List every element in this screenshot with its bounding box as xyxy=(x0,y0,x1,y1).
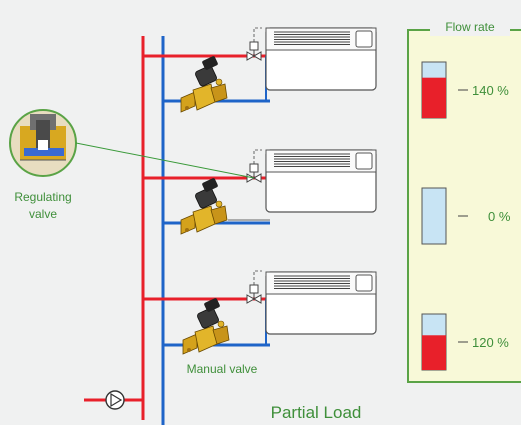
flow-value-middle: 0 % xyxy=(488,209,511,224)
thermostatic-valve-icon xyxy=(246,27,263,61)
caption-partial-load: Partial Load xyxy=(271,403,362,422)
flow-level-top xyxy=(422,77,446,118)
flow-rate-title: Flow rate xyxy=(445,20,495,34)
flow-gauge-middle: 0 % xyxy=(421,187,511,245)
radiator-icon xyxy=(265,271,377,335)
radiator-icon xyxy=(265,149,377,213)
regulating-valve-detail-icon xyxy=(9,109,77,177)
regulating-valve-label-2: valve xyxy=(29,207,57,221)
flow-value-bottom: 120 % xyxy=(472,335,509,350)
pump-icon xyxy=(105,390,125,410)
flow-title-bg xyxy=(430,18,510,36)
flow-gauge-top: 140 % xyxy=(421,61,509,119)
regulating-valve-label-1: Regulating xyxy=(14,190,71,204)
balancing-valve-icon xyxy=(180,55,228,113)
flow-level-bottom xyxy=(422,335,446,370)
flow-value-top: 140 % xyxy=(472,83,509,98)
flow-gauge-bottom: 120 % xyxy=(421,313,509,371)
manual-valve-label: Manual valve xyxy=(187,362,258,376)
radiator-icon xyxy=(265,27,377,91)
leader-line xyxy=(75,142,255,179)
balancing-valve-icon xyxy=(180,177,228,235)
thermostatic-valve-icon xyxy=(246,270,263,304)
